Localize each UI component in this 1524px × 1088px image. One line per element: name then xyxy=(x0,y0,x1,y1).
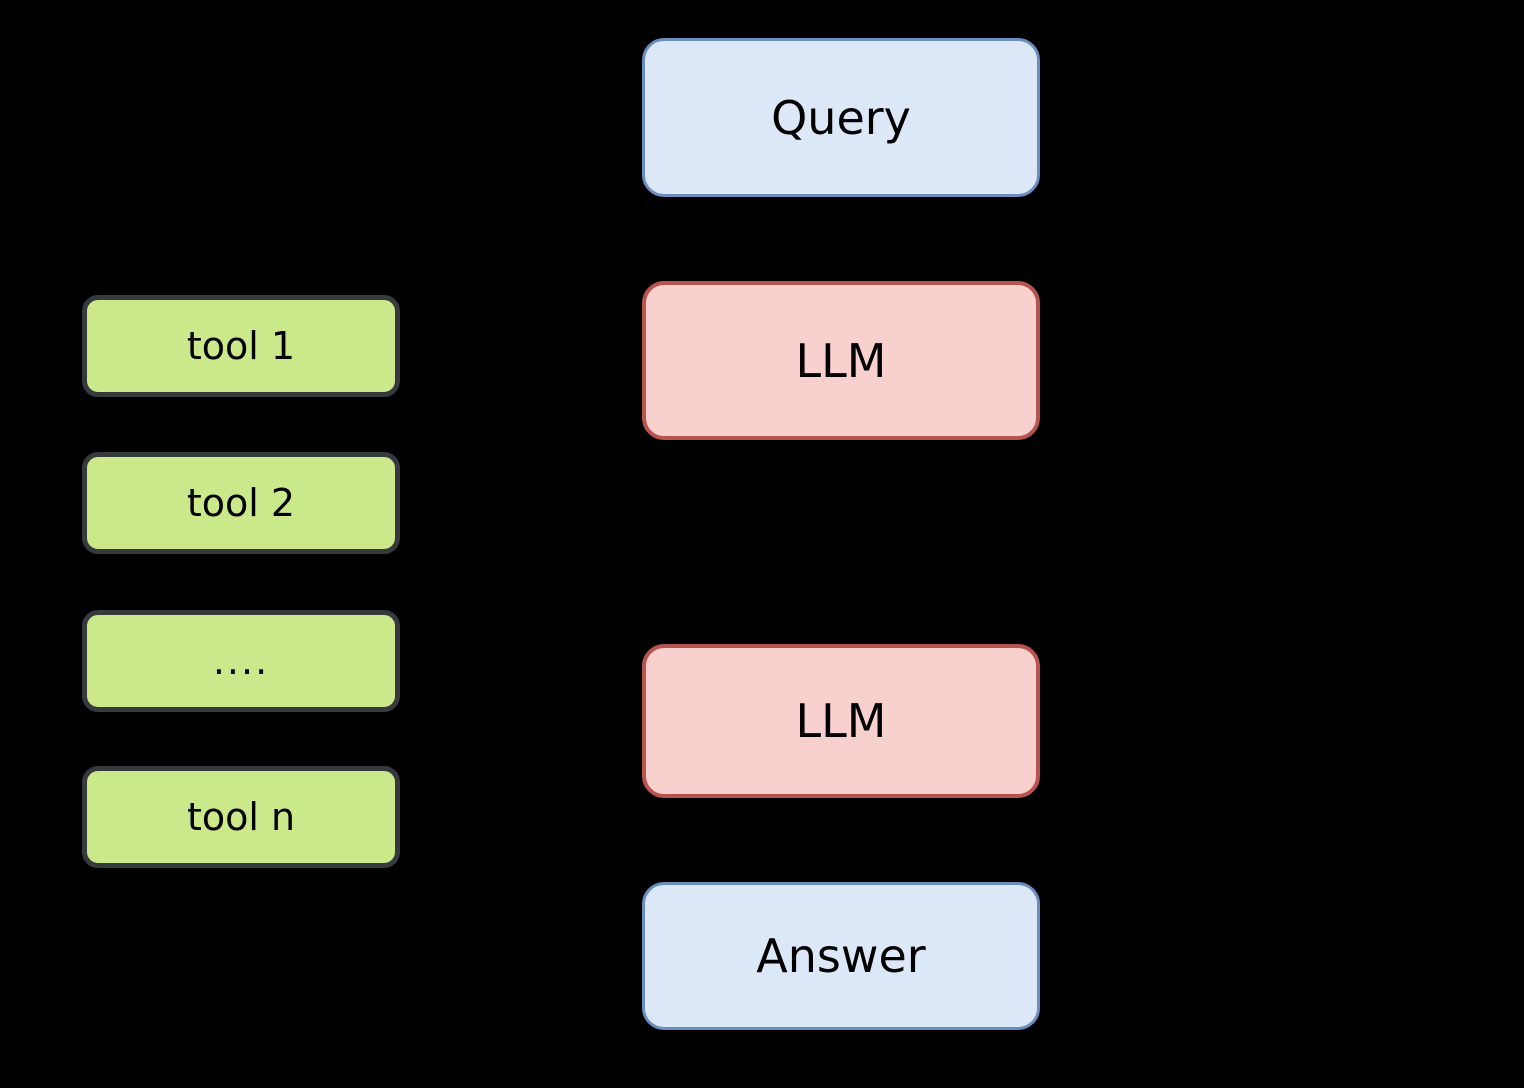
node-llm-second[interactable]: LLM xyxy=(642,644,1040,798)
node-tool-1[interactable]: tool 1 xyxy=(82,295,400,397)
connector-llm1-to-llm2 xyxy=(840,440,842,644)
connector-query-to-llm1 xyxy=(840,197,842,281)
node-tool-2[interactable]: tool 2 xyxy=(82,452,400,554)
connector-llm2-to-answer xyxy=(840,798,842,882)
node-answer[interactable]: Answer xyxy=(642,882,1040,1030)
node-tool-ellipsis[interactable]: .... xyxy=(82,610,400,712)
node-llm-first[interactable]: LLM xyxy=(642,281,1040,440)
node-query[interactable]: Query xyxy=(642,38,1040,197)
node-tool-n[interactable]: tool n xyxy=(82,766,400,868)
